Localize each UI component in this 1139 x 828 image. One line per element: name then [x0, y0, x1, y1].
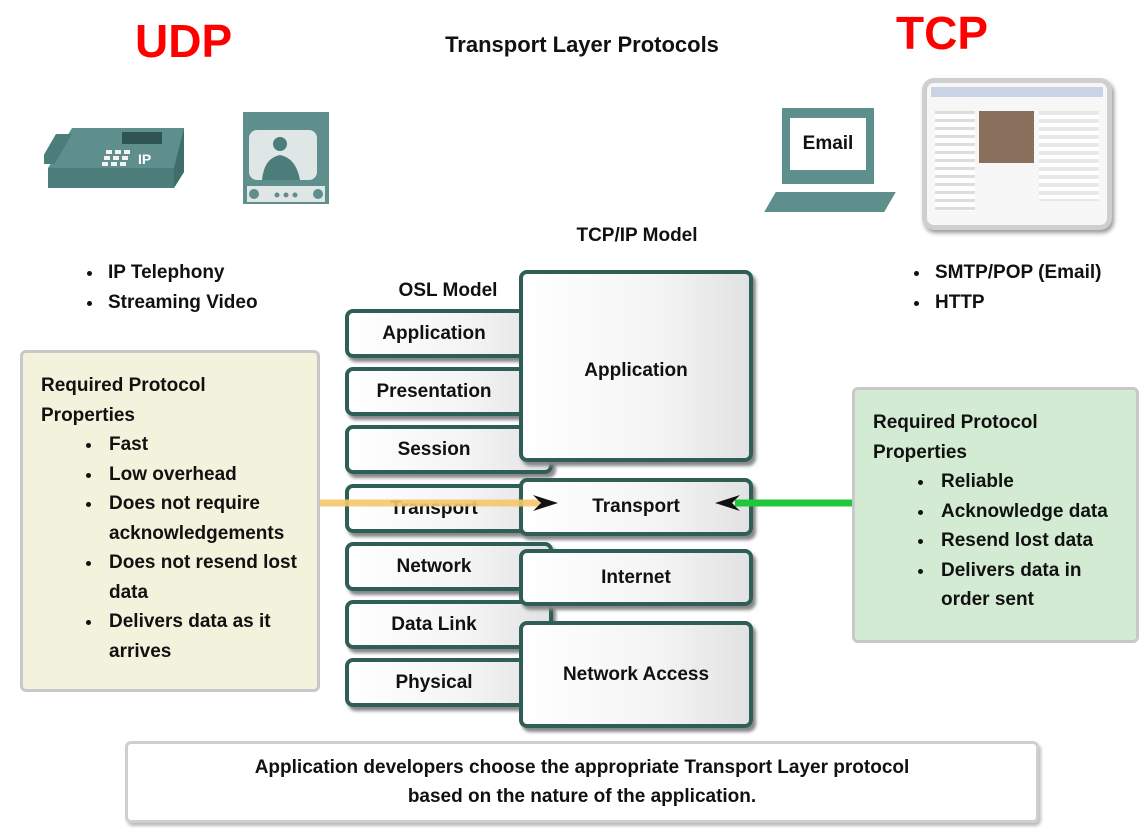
email-computer-icon: Email [782, 108, 874, 184]
streaming-video-monitor-icon [243, 112, 329, 204]
udp-property: Low overhead [103, 460, 303, 490]
udp-property: Does not require acknowledgements [103, 489, 303, 548]
udp-apps-list: IP Telephony Streaming Video [76, 258, 258, 317]
tcp-properties-title: Required Protocol Properties [873, 412, 1038, 463]
email-screen-label: Email [790, 118, 866, 170]
note-box: Application developers choose the approp… [125, 741, 1039, 823]
tcp-app-item: SMTP/POP (Email) [931, 258, 1101, 288]
keyboard-icon [764, 192, 896, 212]
tcp-property: Delivers data in order sent [935, 556, 1122, 615]
osi-layer-physical: Physical [345, 658, 553, 707]
osi-layer-data-link: Data Link [345, 600, 553, 649]
udp-property: Fast [103, 430, 303, 460]
tcpip-layer-application: Application [519, 270, 753, 462]
phone-ip-text: IP [138, 151, 151, 167]
tcpip-model-label: TCP/IP Model [576, 225, 698, 246]
tcp-property: Acknowledge data [935, 497, 1122, 527]
udp-property: Delivers data as it arrives [103, 607, 303, 666]
tcpip-layer-transport: Transport [519, 478, 753, 536]
udp-app-item: IP Telephony [104, 258, 258, 288]
tcp-app-item: HTTP [931, 288, 1101, 318]
tcp-property: Reliable [935, 467, 1122, 497]
tcp-properties-box: Required Protocol Properties Reliable Ac… [852, 387, 1139, 643]
osi-layer-session: Session [345, 425, 553, 474]
udp-properties-title: Required Protocol Properties [41, 375, 206, 426]
tcp-apps-list: SMTP/POP (Email) HTTP [903, 258, 1101, 317]
osi-model-label: OSL Model [398, 280, 498, 301]
diagram-title: Transport Layer Protocols [445, 32, 719, 57]
osi-layer-presentation: Presentation [345, 367, 553, 416]
tcp-property: Resend lost data [935, 526, 1122, 556]
tcpip-layer-internet: Internet [519, 549, 753, 606]
web-browser-icon [922, 78, 1112, 230]
udp-property: Does not resend lost data [103, 548, 303, 607]
ip-phone-icon: IP [44, 128, 184, 188]
udp-heading: UDP [135, 15, 233, 67]
tcp-heading: TCP [896, 7, 988, 59]
tcpip-layer-network-access: Network Access [519, 621, 753, 728]
udp-app-item: Streaming Video [104, 288, 258, 318]
udp-properties-box: Required Protocol Properties Fast Low ov… [20, 350, 320, 692]
